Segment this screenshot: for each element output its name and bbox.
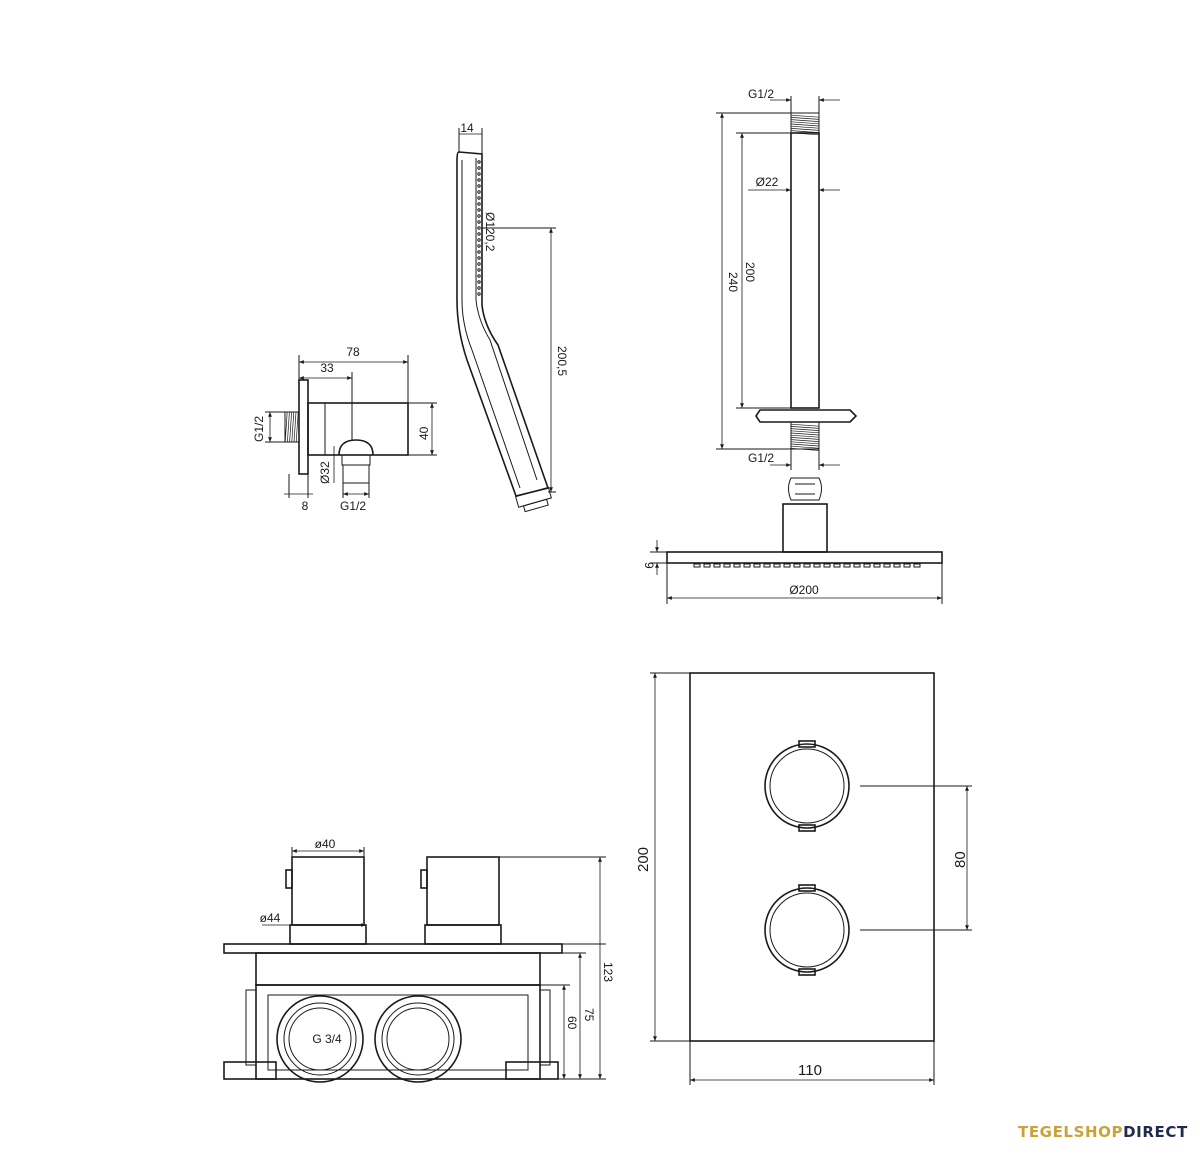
- ceiling-arm-drawing: G1/2 Ø22 200 240 G1/2: [716, 87, 858, 470]
- valve-body-drawing: ø40 ø44 123 75 60 G 3/4: [223, 837, 615, 1083]
- cover-plate-knob-spacing-label: 80: [952, 851, 969, 868]
- ceiling-arm-thread-top-label: G1/2: [748, 87, 774, 101]
- hand-shower-length-label: 200,5: [555, 346, 569, 376]
- brand-logo-part1: TEGELSHOP: [1018, 1123, 1124, 1141]
- hand-shower-head-diameter-label: Ø120,2: [483, 212, 497, 252]
- valve-inner-depth-label: 60: [565, 1016, 579, 1030]
- valve-total-depth-label: 123: [601, 962, 615, 982]
- valve-box-depth-label: 75: [582, 1008, 596, 1022]
- wall-outlet-offset-label: 33: [320, 361, 334, 375]
- valve-knob-diameter-label: ø40: [315, 837, 336, 851]
- ceiling-arm-diameter-label: Ø22: [756, 175, 779, 189]
- rain-head-diameter-label: Ø200: [789, 583, 819, 597]
- brand-logo: TEGELSHOPDIRECT: [1018, 1123, 1188, 1141]
- wall-outlet-height-label: 40: [417, 426, 431, 440]
- cover-plate-drawing: 200 110 80: [635, 672, 972, 1085]
- rain-head-thickness-label: 9: [642, 562, 656, 569]
- cover-plate-width-label: 110: [798, 1062, 822, 1079]
- wall-outlet-diameter-label: Ø32: [318, 461, 332, 484]
- brand-logo-part2: DIRECT: [1123, 1123, 1188, 1141]
- wall-outlet-length-label: 78: [346, 345, 360, 359]
- cover-plate-height-label: 200: [635, 847, 652, 872]
- hand-shower-thickness-label: 14: [460, 121, 474, 135]
- valve-rosette-diameter-label: ø44: [260, 911, 281, 925]
- wall-outlet-flange-label: 8: [302, 499, 309, 513]
- wall-outlet-thread-bottom-label: G1/2: [340, 499, 366, 513]
- ceiling-arm-thread-bottom-label: G1/2: [748, 451, 774, 465]
- wall-outlet-drawing: 78 33 40 G1/2 Ø32 8 G1/2: [252, 345, 437, 513]
- rain-head-drawing: Ø200 9: [642, 477, 943, 604]
- ceiling-arm-total-length-label: 240: [726, 272, 740, 292]
- valve-port-thread-label: G 3/4: [312, 1032, 342, 1046]
- hand-shower-drawing: 14 Ø120,2 200,5: [456, 121, 569, 513]
- wall-outlet-thread-left-label: G1/2: [252, 416, 266, 442]
- ceiling-arm-pipe-length-label: 200: [743, 262, 757, 282]
